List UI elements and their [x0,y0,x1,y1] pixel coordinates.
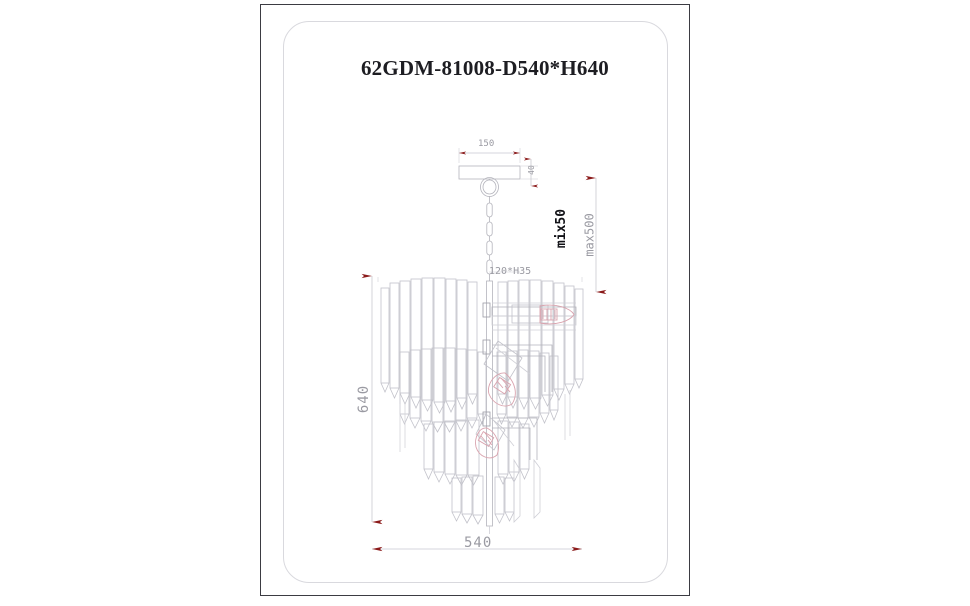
inner-frame [283,21,668,583]
bulb-tier-2 [487,372,516,407]
dimension-label-drop-min: mix50 [554,208,570,249]
page-title: 62GDM-81008-D540*H640 [360,56,609,80]
bottom-finial [513,458,541,523]
lamp-arm-tier-3 [475,411,538,460]
bulb-tier-3 [475,427,499,459]
dimension-label-canopy-height: 40 [526,165,536,175]
sheet-border [260,4,690,596]
suspension-chain [480,177,499,281]
dimension-label-fixture-diameter: 540 [464,535,493,551]
crystal-tier-2 [399,347,559,433]
side-drop-rods [399,390,571,452]
crystal-tier-3 [423,419,530,486]
dimension-label-drop-max: max500 [582,213,597,257]
lamp-arm-tier-1 [482,302,577,331]
crystal-tier-4 [451,475,515,525]
dimension-canopy-width [458,148,521,163]
dimension-label-socket-spec: 120*H35 [489,266,532,277]
dimension-canopy-height [520,157,539,188]
dimension-label-fixture-height: 640 [356,384,373,414]
dimension-label-canopy-width: 150 [478,139,495,149]
geometry-layer [380,165,584,534]
canopy-plate [458,165,521,180]
crystal-tier-1 [380,277,584,414]
bulb-tier-1 [539,304,575,325]
central-stem [486,280,493,534]
dimension-fixture-diameter [372,277,583,552]
lamp-arm-tier-2 [482,339,553,392]
dimension-layer [361,148,607,552]
